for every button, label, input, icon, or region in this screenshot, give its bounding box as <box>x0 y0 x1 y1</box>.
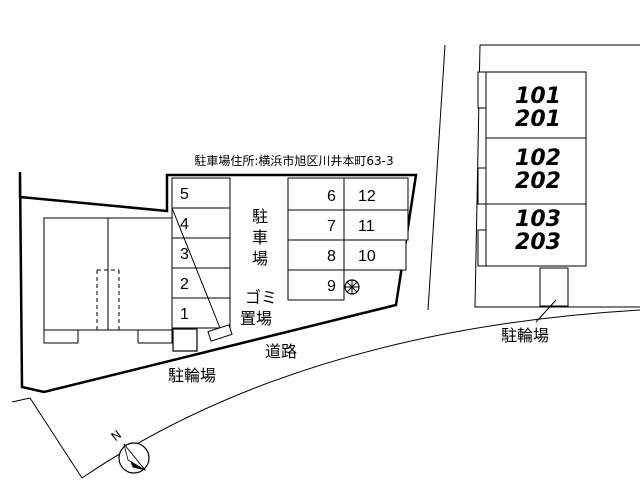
house-step <box>43 329 79 344</box>
tree-icon <box>344 279 360 295</box>
bicycle-parking-left <box>172 328 198 352</box>
apartment-building: 101 201 102 202 103 203 <box>477 71 587 267</box>
unit-203-label: 203 <box>515 230 561 255</box>
parking-space-1 <box>171 297 231 329</box>
north-arrow-icon <box>118 442 150 474</box>
unit-202-label: 202 <box>515 169 561 194</box>
garbage-area <box>207 324 233 342</box>
parking-space-9-label: 9 <box>327 278 336 295</box>
parking-space-10-label: 10 <box>358 248 376 265</box>
parking-space-6-label: 6 <box>327 188 336 205</box>
house-step <box>137 329 173 344</box>
parking-space-1-label: 1 <box>180 306 189 323</box>
road-edge-line <box>427 44 446 311</box>
garbage-label-line2: 置場 <box>240 309 272 328</box>
parking-space-11 <box>343 209 409 241</box>
unit-block-2 <box>485 137 587 205</box>
house <box>43 217 173 344</box>
unit-101-label: 101 <box>515 84 561 109</box>
bicycle-parking-left-label: 駐輪場 <box>168 366 216 385</box>
parking-space-12 <box>343 177 409 211</box>
parking-space-8 <box>287 239 345 271</box>
parking-label-2: 車 <box>252 228 268 247</box>
parking-space-8-label: 8 <box>327 248 336 265</box>
road-edge-line <box>11 397 31 403</box>
parking-space-3-label: 3 <box>180 246 189 263</box>
parking-space-2 <box>171 267 231 299</box>
parking-lot-boundary <box>18 171 418 394</box>
parking-space-6 <box>287 177 345 211</box>
bicycle-parking-right-label: 駐輪場 <box>501 326 549 345</box>
parking-address: 駐車場住所:横浜市旭区川井本町63-3 <box>194 153 393 168</box>
parking-space-7-label: 7 <box>327 218 336 235</box>
bicycle-parking-right <box>539 267 569 307</box>
road-label: 道路 <box>265 342 297 361</box>
parking-space-9 <box>287 269 345 301</box>
unit-entrance-1 <box>477 71 487 109</box>
leader-line <box>535 299 557 323</box>
garbage-label-line1: ゴミ <box>245 288 277 307</box>
parking-space-10 <box>343 239 407 271</box>
leader-line <box>171 207 223 334</box>
parking-space-4-label: 4 <box>180 216 189 233</box>
left-parking-row: 5 4 3 2 1 <box>171 177 231 329</box>
unit-block-1 <box>485 71 587 139</box>
middle-parking-row: 6 7 8 9 <box>287 177 345 301</box>
unit-entrance-3 <box>477 229 487 267</box>
road-edge-line <box>29 397 83 479</box>
parking-space-2-label: 2 <box>180 276 189 293</box>
parking-space-12-label: 12 <box>358 188 376 205</box>
right-parking-row: 12 11 10 <box>343 177 409 271</box>
house-dashed-area <box>96 269 120 330</box>
parking-space-11-label: 11 <box>358 218 375 235</box>
lot-boundary <box>474 44 640 308</box>
parking-space-5-label: 5 <box>180 186 189 203</box>
road-edge-line <box>81 309 640 479</box>
unit-block-3 <box>485 203 587 267</box>
parking-label-1: 駐 <box>252 207 268 226</box>
unit-102-label: 102 <box>515 146 561 171</box>
parking-label-3: 場 <box>252 249 268 268</box>
unit-entrance-2 <box>477 167 487 205</box>
unit-201-label: 201 <box>515 107 561 132</box>
compass-label: N <box>109 427 125 444</box>
unit-103-label: 103 <box>515 207 561 232</box>
